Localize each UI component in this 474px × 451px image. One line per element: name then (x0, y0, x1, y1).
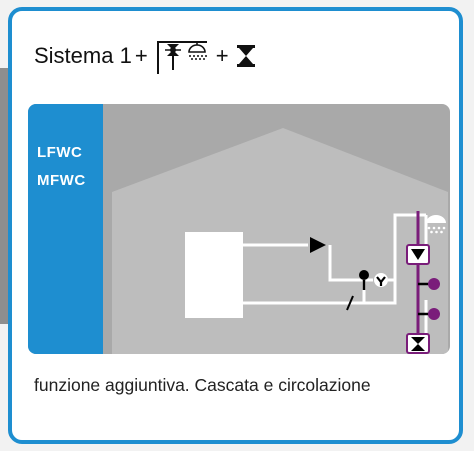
card-description: funzione aggiuntiva. Cascata e circolazi… (34, 375, 371, 395)
card-title: Sistema 1 + + (34, 38, 256, 74)
storage-tank (185, 232, 243, 318)
pipe-flow-mark (346, 295, 354, 311)
cascade-valve-diagram-icon (406, 333, 430, 354)
plus-sign: + (134, 43, 148, 68)
house-silhouette (112, 128, 448, 354)
system-name: Sistema 1 (34, 43, 132, 68)
temperature-sensor-icon (418, 278, 440, 290)
pump-icon (310, 237, 326, 253)
diagram-sidebar: LFWC MFWC (28, 104, 103, 354)
system-diagram: LFWC MFWC (28, 104, 450, 354)
circulation-pump-icon (406, 244, 430, 265)
check-valve-icon (374, 273, 388, 287)
pump-shower-icon (155, 38, 213, 74)
plus-sign-2: + (215, 43, 229, 68)
cascade-valve-icon (236, 44, 256, 68)
mixing-valve-icon (359, 270, 369, 290)
temperature-sensor-icon-2 (418, 308, 440, 320)
label-lfwc: LFWC (37, 144, 83, 161)
system-card[interactable]: Sistema 1 + + (8, 7, 463, 444)
shower-head-icon (426, 215, 446, 234)
label-mfwc: MFWC (37, 172, 86, 189)
